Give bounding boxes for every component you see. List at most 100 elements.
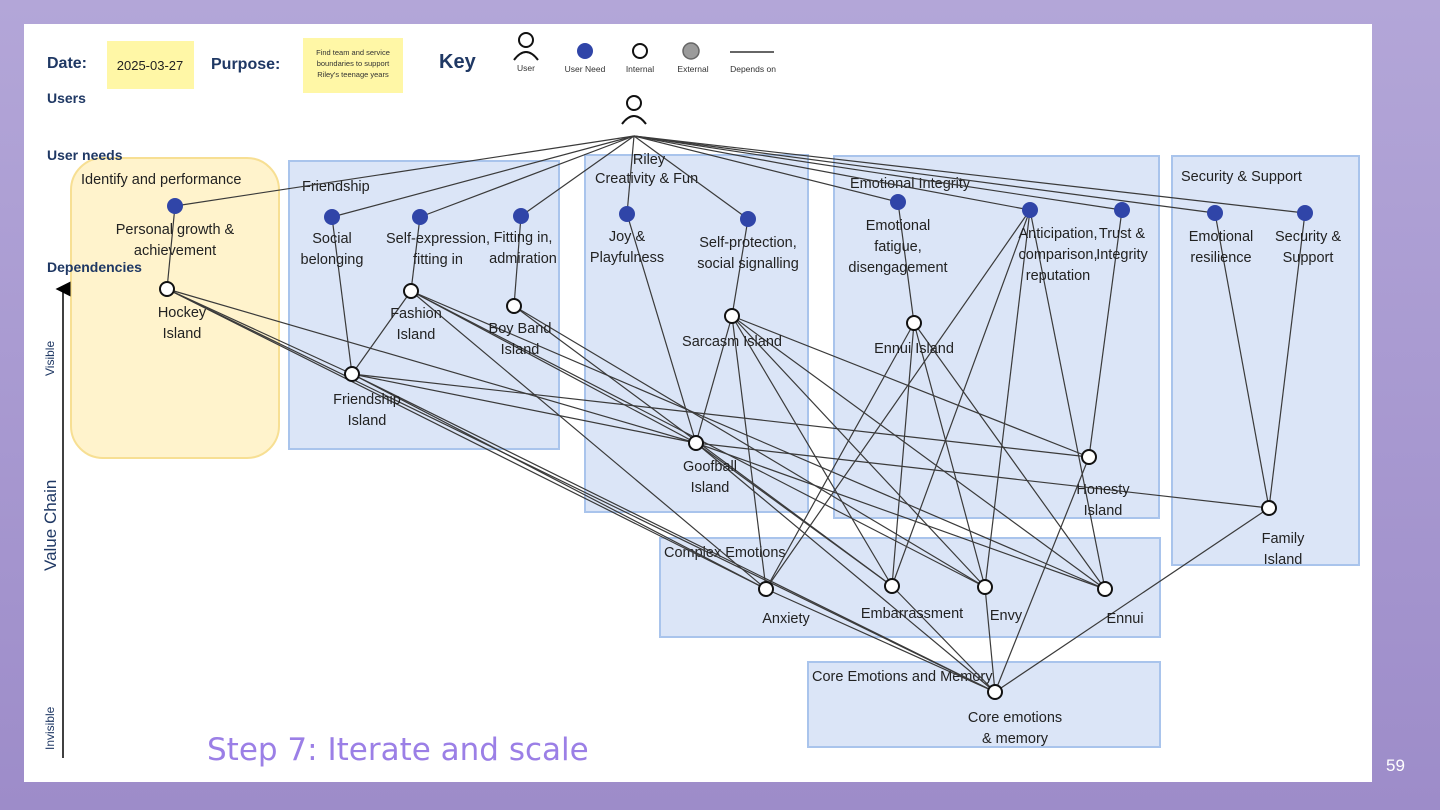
dependency-line — [410, 290, 697, 444]
dependency-line — [695, 315, 733, 444]
purpose-sticky — [303, 38, 403, 93]
resilience-label: resilience — [1190, 250, 1251, 266]
social-belonging-label: belonging — [301, 252, 364, 268]
dependency-line — [351, 373, 1090, 458]
key-user-icon — [513, 32, 539, 61]
group-security-box — [1171, 155, 1360, 566]
dependency-line — [410, 290, 1106, 590]
trust-label: Integrity — [1096, 247, 1148, 263]
date-value: 2025-03-27 — [117, 58, 184, 73]
need-trust-node[interactable] — [1114, 202, 1130, 218]
need-joy-node[interactable] — [619, 206, 635, 222]
slide: Identify and performance Friendship Crea… — [24, 24, 1372, 782]
key-user-need-label: User Need — [565, 64, 606, 74]
dependency-line — [633, 135, 749, 220]
component-sarcasm-node[interactable] — [724, 308, 740, 324]
component-hockey-node[interactable] — [159, 281, 175, 297]
component-ennui-island-node[interactable] — [906, 315, 922, 331]
dependency-line — [695, 442, 1106, 590]
step-title: Step 7: Iterate and scale — [207, 732, 589, 768]
dependency-line — [513, 215, 522, 307]
dependency-line — [410, 290, 767, 590]
self-protection-label: Self-protection, — [699, 235, 797, 251]
need-fitting-in-node[interactable] — [513, 208, 529, 224]
component-core-node[interactable] — [987, 684, 1003, 700]
group-friendship-label: Friendship — [302, 179, 370, 195]
need-personal-growth-node[interactable] — [167, 198, 183, 214]
dependency-line — [984, 209, 1031, 588]
need-security-need-node[interactable] — [1297, 205, 1313, 221]
dependency-line — [731, 315, 1090, 458]
axis-title: Value Chain — [41, 480, 60, 571]
resilience-label: Emotional — [1189, 229, 1253, 245]
anticipation-label: reputation — [1026, 268, 1091, 284]
row-users-label: Users — [47, 90, 86, 106]
dependency-line — [331, 216, 353, 375]
component-envy-node[interactable] — [977, 579, 993, 595]
dependency-line — [994, 456, 1090, 693]
hockey-label: Hockey — [158, 305, 207, 321]
component-family-node[interactable] — [1261, 500, 1277, 516]
user-riley-icon[interactable] — [621, 95, 647, 125]
fitting-in-label: admiration — [489, 251, 557, 267]
dependency-line — [419, 135, 635, 218]
component-friendship-island-node[interactable] — [344, 366, 360, 382]
dependency-line — [166, 288, 767, 590]
dependency-line — [731, 315, 893, 587]
dependency-line — [1268, 212, 1306, 509]
wardley-map: Identify and performance Friendship Crea… — [41, 32, 1360, 768]
anticipation-label: Anticipation, — [1019, 226, 1098, 242]
security-need-label: Support — [1283, 250, 1334, 266]
need-emotional-fatigue-node[interactable] — [890, 194, 906, 210]
honesty-label: Island — [1084, 503, 1123, 519]
component-ennui-node[interactable] — [1097, 581, 1113, 597]
dependency-line — [351, 373, 697, 444]
axis-invisible-label: Invisible — [43, 706, 57, 750]
dependency-line — [731, 315, 986, 588]
group-identify-box — [70, 157, 280, 459]
need-resilience-node[interactable] — [1207, 205, 1223, 221]
purpose-label: Purpose: — [211, 56, 280, 73]
dependency-line — [520, 135, 635, 217]
dependency-line — [1214, 212, 1270, 509]
need-self-protection-node[interactable] — [740, 211, 756, 227]
trust-label: Trust & — [1099, 226, 1146, 242]
dependency-line — [731, 315, 1106, 590]
need-social-belonging-node[interactable] — [324, 209, 340, 225]
dependency-line — [351, 373, 767, 590]
boyband-label: Boy Band — [489, 321, 552, 337]
joy-label: Joy & — [609, 229, 646, 245]
embarrassment-label: Embarrassment — [861, 606, 963, 622]
component-goofball-node[interactable] — [688, 435, 704, 451]
self-expression-label: Self-expression, — [386, 231, 490, 247]
component-embarrassment-node[interactable] — [884, 578, 900, 594]
dependency-line — [166, 205, 176, 290]
key-external-label: External — [677, 64, 708, 74]
family-label: Family — [1262, 531, 1305, 547]
dependency-line — [913, 322, 986, 588]
need-anticipation-node[interactable] — [1022, 202, 1038, 218]
need-self-expression-node[interactable] — [412, 209, 428, 225]
dependency-line — [410, 216, 421, 292]
emotional-fatigue-label: Emotional — [866, 218, 930, 234]
dependency-line — [166, 288, 697, 444]
groups-layer — [70, 154, 1360, 748]
dependency-line — [1088, 209, 1123, 458]
personal-growth-label: Personal growth & — [116, 222, 235, 238]
key-user-label: User — [517, 63, 535, 73]
boyband-label: Island — [501, 342, 540, 358]
ennui-island-label: Ennui Island — [874, 341, 954, 357]
component-boyband-node[interactable] — [506, 298, 522, 314]
dependency-line — [731, 218, 749, 317]
component-honesty-node[interactable] — [1081, 449, 1097, 465]
dependency-line — [1029, 209, 1106, 590]
dependency-line — [984, 586, 996, 693]
core-label: Core emotions — [968, 710, 1062, 726]
dependency-line — [633, 135, 1216, 214]
dependency-line — [331, 135, 635, 218]
key-internal-icon — [632, 43, 648, 59]
row-user-needs-label: User needs — [47, 147, 123, 163]
component-anxiety-node[interactable] — [758, 581, 774, 597]
component-fashion-node[interactable] — [403, 283, 419, 299]
